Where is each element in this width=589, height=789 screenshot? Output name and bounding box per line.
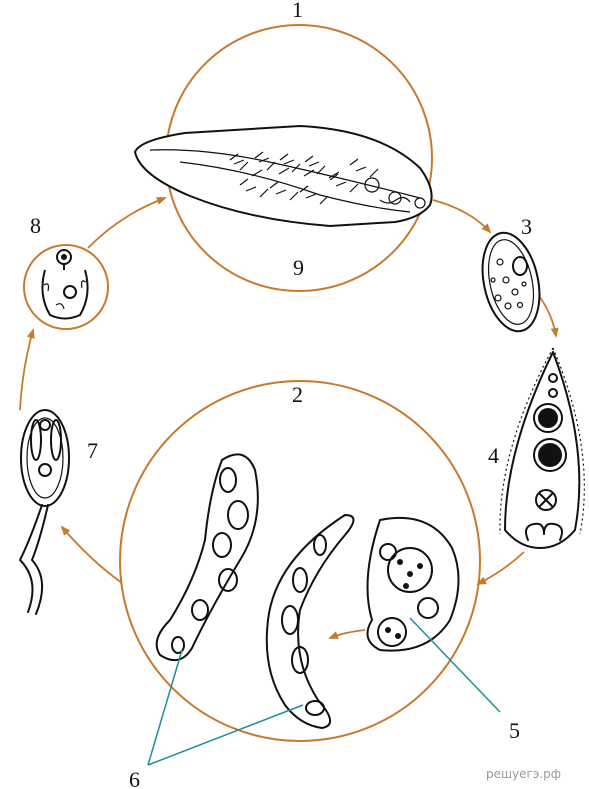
pointer-line-5 <box>410 618 500 712</box>
label-8: 8 <box>30 213 41 238</box>
pointer-line-6-left <box>148 650 182 765</box>
arrow-miracidium-to-sporocyst <box>478 552 524 584</box>
label-3: 3 <box>521 214 532 239</box>
cercaria-illustration <box>20 410 69 614</box>
redia-left-illustration <box>157 454 258 660</box>
redia-right-illustration <box>267 515 354 728</box>
label-5: 5 <box>509 718 520 743</box>
arrow-cercaria-to-metacercaria <box>20 330 33 410</box>
pointer-line-6-right <box>148 705 303 765</box>
label-1: 1 <box>292 0 303 22</box>
watermark-text: решуегэ.рф <box>486 767 561 781</box>
label-2: 2 <box>292 382 303 407</box>
label-9: 9 <box>293 255 304 280</box>
label-4: 4 <box>488 443 499 468</box>
arrow-metacercaria-to-adult <box>88 198 165 248</box>
adult-fluke-illustration <box>135 126 432 226</box>
metacercaria-illustration <box>42 250 87 319</box>
label-6: 6 <box>129 767 140 789</box>
arrow-adult-to-egg <box>433 200 490 232</box>
arrow-sporocyst-to-redia <box>330 630 365 638</box>
label-7: 7 <box>87 438 98 463</box>
egg-illustration <box>474 227 548 336</box>
miracidium-illustration <box>500 348 584 548</box>
arrow-redia-to-cercaria <box>62 527 122 583</box>
sporocyst-illustration <box>368 518 459 651</box>
